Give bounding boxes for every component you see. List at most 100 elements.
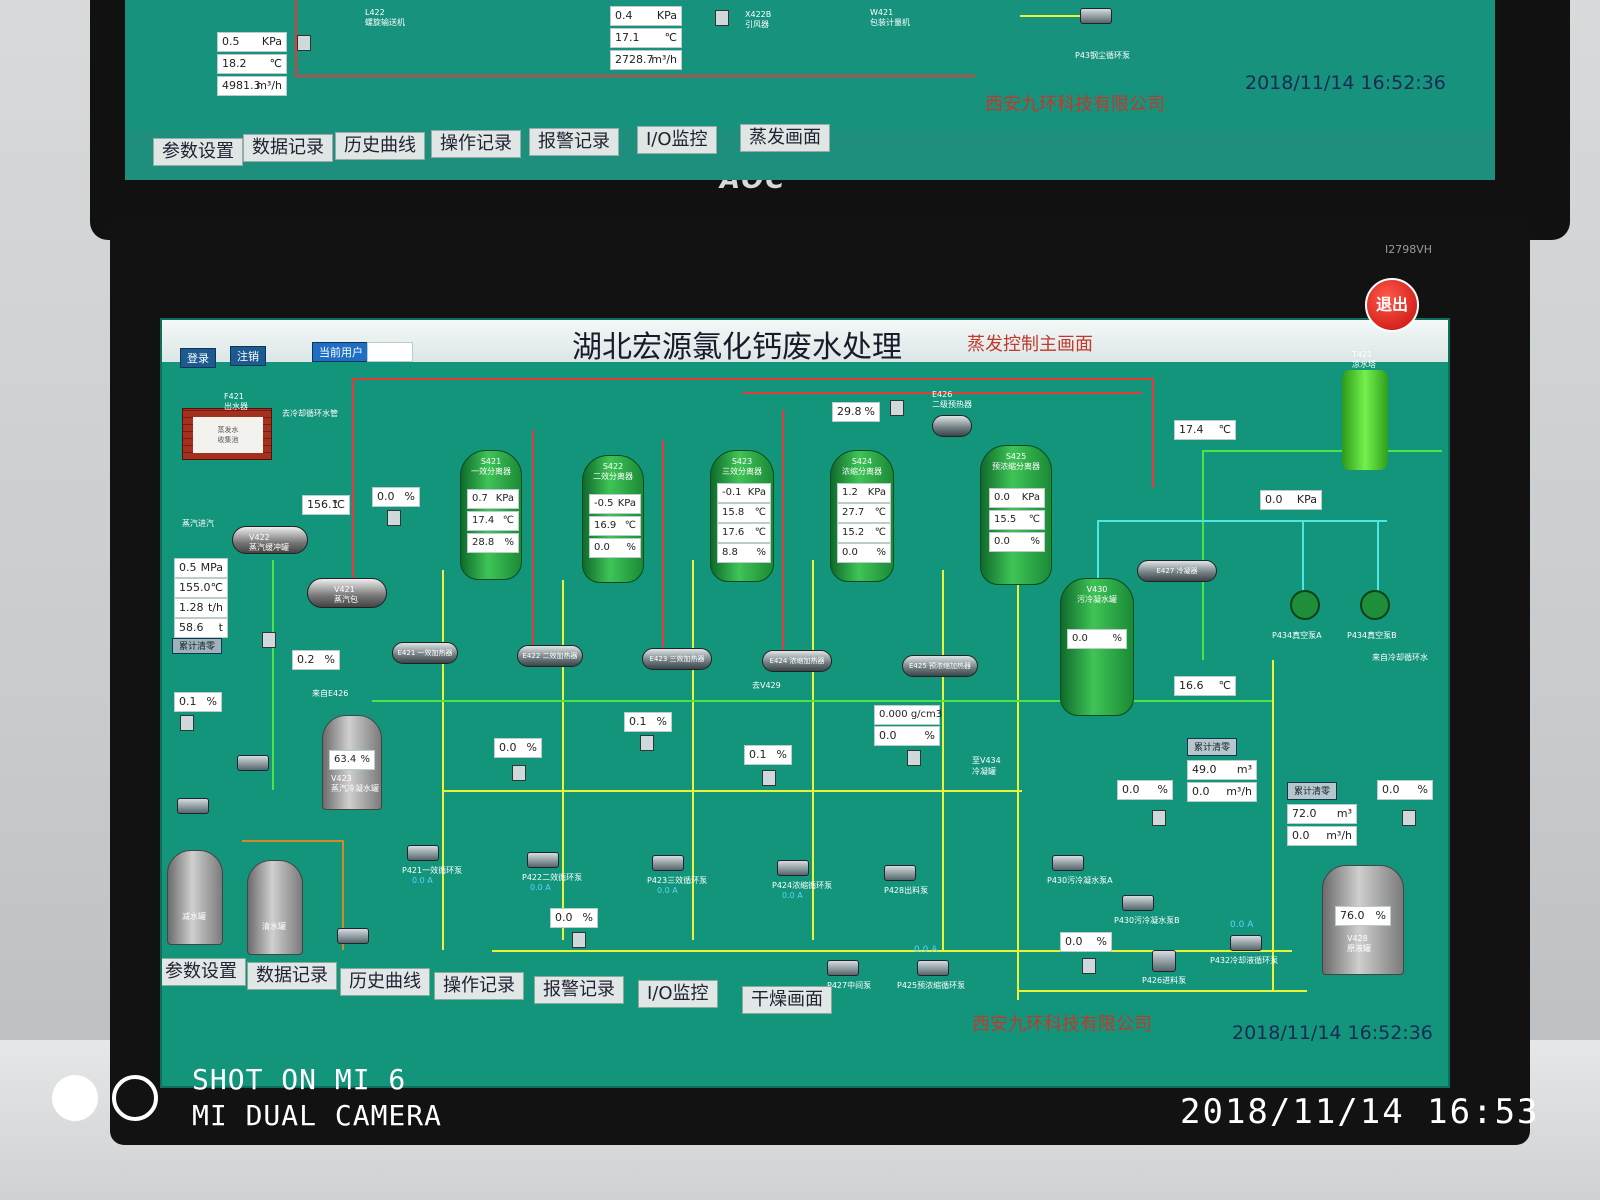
p432-current: 0.0 A	[1230, 920, 1254, 930]
label-from-e426: 来自E426	[312, 689, 349, 698]
pipe-green-v	[272, 560, 274, 790]
top-nav-evap[interactable]: 蒸发画面	[740, 124, 830, 152]
pipe-cyan-v	[1097, 520, 1099, 580]
top-valve-icon	[297, 35, 311, 51]
heater-e425: E425 预浓缩加热器	[902, 655, 978, 677]
valve-icon[interactable]	[762, 770, 776, 786]
pump-p422[interactable]	[527, 852, 559, 868]
vacuum-pump-b-icon[interactable]	[1360, 590, 1390, 620]
pipe-red-top2	[742, 392, 1142, 394]
pump-p425[interactable]	[917, 960, 949, 976]
v430-tank: V430 污冷凝水罐 0.0%	[1060, 578, 1134, 716]
label-to-v434: 至V434 冷凝罐	[972, 756, 1001, 776]
steam-reset-button[interactable]: 累计清零	[172, 638, 223, 654]
current-user-field	[367, 342, 413, 362]
valve-icon[interactable]	[640, 735, 654, 751]
pump-p426[interactable]	[1152, 950, 1176, 972]
nav-data-records[interactable]: 数据记录	[247, 962, 337, 990]
v423-level: 63.4%	[329, 750, 375, 770]
nav-alarm-log[interactable]: 报警记录	[534, 976, 624, 1004]
pump-p424[interactable]	[777, 860, 809, 876]
pump-p428[interactable]	[884, 865, 916, 881]
label-to-v429: 去V429	[752, 681, 781, 690]
pump-p432[interactable]	[1230, 935, 1262, 951]
vacuum-pump-a-icon[interactable]	[1290, 590, 1320, 620]
logout-button[interactable]: 注销	[230, 346, 266, 366]
nav-history-curves[interactable]: 历史曲线	[340, 968, 430, 996]
top-nav-alarm[interactable]: 报警记录	[529, 128, 619, 156]
page-subtitle: 蒸发控制主画面	[967, 334, 1093, 355]
heater-e424: E424 浓缩加热器	[762, 650, 832, 672]
valve-icon[interactable]	[512, 765, 526, 781]
label-p432: P432冷却液循环泵	[1210, 956, 1279, 965]
valve-icon[interactable]	[387, 510, 401, 526]
nav-param-settings[interactable]: 参数设置	[162, 958, 246, 986]
valve-icon[interactable]	[262, 632, 276, 648]
pipe-red-left	[352, 378, 354, 578]
s424-temp2: 15.2℃	[837, 523, 891, 543]
camera-line2: MI DUAL CAMERA	[192, 1099, 443, 1132]
login-button[interactable]: 登录	[180, 348, 216, 368]
steam-drum: V421 蒸汽包	[307, 578, 387, 608]
label-v422: V422 蒸汽缓冲罐	[249, 533, 289, 552]
valve-icon[interactable]	[1152, 810, 1166, 826]
pipe-cyan-h	[1097, 520, 1387, 522]
monitor-model: I2798VH	[1385, 243, 1433, 256]
pipe-yellow-h1	[442, 790, 1022, 792]
nav-io-monitor[interactable]: I/O监控	[638, 980, 718, 1008]
pump-p427[interactable]	[827, 960, 859, 976]
p422-current: 0.0 A	[530, 883, 551, 892]
top-nav-param[interactable]: 参数设置	[153, 138, 243, 166]
camera-timestamp: 2018/11/14 16:53	[1180, 1092, 1540, 1132]
nav-drying-screen[interactable]: 干燥画面	[742, 986, 832, 1014]
valve-icon[interactable]	[572, 932, 586, 948]
reset-button-2[interactable]: 累计清零	[1287, 782, 1338, 800]
pump-icon[interactable]	[177, 798, 209, 814]
pump-p421[interactable]	[407, 845, 439, 861]
top-readout-4: 17.1℃	[610, 28, 682, 48]
scada-screen: 湖北宏源氯化钙废水处理 蒸发控制主画面 登录 注销 当前用户 蒸发水 收集池 F…	[160, 318, 1450, 1088]
top-nav-data[interactable]: 数据记录	[243, 134, 333, 162]
pipe-cyan-v2	[1302, 520, 1304, 610]
valve-icon[interactable]	[890, 400, 904, 416]
v423-tank: 63.4% V423 蒸汽冷凝水罐	[322, 715, 382, 810]
top-nav-operation[interactable]: 操作记录	[431, 130, 521, 158]
pipe-yellow-v5	[942, 570, 944, 950]
steam-temp: 155.0℃	[174, 578, 228, 598]
reset-button-1[interactable]: 累计清零	[1187, 738, 1238, 756]
pump-p423[interactable]	[652, 855, 684, 871]
pump-icon[interactable]	[237, 755, 269, 771]
company-name: 西安九环科技有限公司	[972, 1014, 1152, 1035]
valve-icon[interactable]	[907, 750, 921, 766]
pipe-yellow-h3	[1017, 990, 1307, 992]
top-nav-history[interactable]: 历史曲线	[335, 132, 425, 160]
camera-lens-icon	[112, 1075, 158, 1121]
valve-icon[interactable]	[180, 715, 194, 731]
valve-icon[interactable]	[1402, 810, 1416, 826]
pool-label: 蒸发水 收集池	[193, 417, 263, 453]
pipe-yellow-h2	[492, 950, 1292, 952]
top-nav-io[interactable]: I/O监控	[637, 126, 717, 154]
pump-icon[interactable]	[337, 928, 369, 944]
exit-button[interactable]: 退出	[1365, 278, 1419, 332]
camera-lens-icon	[52, 1075, 98, 1121]
s422-temp: 16.9℃	[589, 516, 641, 536]
density-pct: 0.0%	[874, 726, 940, 746]
s424-temp: 27.7℃	[837, 503, 891, 523]
nav-operation-log[interactable]: 操作记录	[434, 972, 524, 1000]
valve-v430-value: 0.0%	[1117, 780, 1173, 800]
pump-p430b[interactable]	[1122, 895, 1154, 911]
valve-icon[interactable]	[1082, 958, 1096, 974]
pump-p430a[interactable]	[1052, 855, 1084, 871]
